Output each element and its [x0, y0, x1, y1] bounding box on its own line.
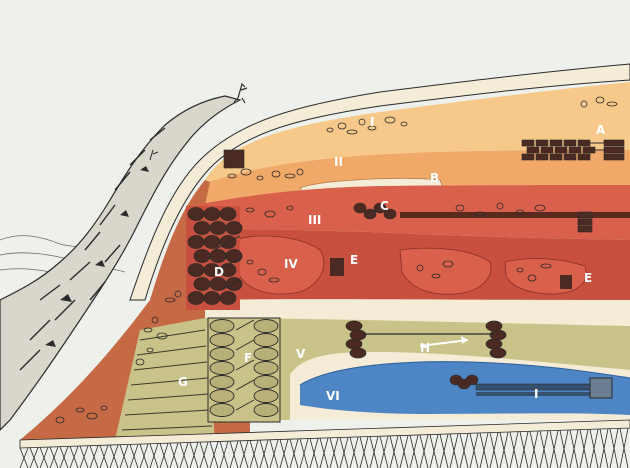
wall-stone — [550, 140, 562, 146]
wall-stone — [210, 250, 226, 263]
wall-beam — [400, 212, 630, 218]
wall-stone — [350, 348, 366, 358]
label-f: F — [244, 351, 252, 365]
wall-stone — [204, 236, 220, 249]
wall-stone — [194, 278, 210, 291]
label-h: H — [420, 341, 430, 355]
wall-stone — [210, 334, 234, 347]
wall-stone — [210, 348, 234, 361]
wall-stone — [194, 250, 210, 263]
wall-stone — [210, 390, 234, 403]
wall-stone — [364, 209, 376, 219]
block-e — [330, 258, 344, 276]
wall-stone — [569, 147, 581, 153]
wall-stone — [220, 292, 236, 305]
wall-stone — [224, 150, 244, 168]
wall-stone — [536, 154, 548, 160]
wall-stone — [226, 278, 242, 291]
wall-stone — [204, 208, 220, 221]
label-roman-iv: IV — [284, 257, 298, 271]
wall-stone — [564, 154, 576, 160]
wall-stone — [204, 292, 220, 305]
label-roman-iii: III — [308, 213, 321, 227]
wall-stone — [490, 330, 506, 340]
wall-stone — [226, 222, 242, 235]
label-roman-v: V — [296, 347, 306, 361]
wall-stone — [522, 140, 534, 146]
wall-stone — [254, 334, 278, 347]
wall-stone — [541, 147, 553, 153]
wall-stone — [578, 154, 590, 160]
wall-stone — [210, 320, 234, 333]
wall-stone — [220, 208, 236, 221]
wall-stone — [254, 348, 278, 361]
label-roman-ii: II — [334, 155, 343, 169]
label-d: D — [214, 265, 224, 279]
wall-stone — [254, 390, 278, 403]
structure-a-wall — [522, 140, 624, 160]
wall-stone — [578, 226, 592, 232]
wall-stone — [604, 154, 624, 160]
wall-stone — [210, 404, 234, 417]
wall-stone — [550, 154, 562, 160]
wall-stone — [490, 348, 506, 358]
wall-stone — [188, 208, 204, 221]
label-roman-i: I — [370, 115, 374, 129]
label-i: I — [534, 387, 538, 401]
wall-stone — [188, 236, 204, 249]
wall-stone — [604, 140, 624, 146]
wall-stone — [604, 147, 624, 153]
wall-stone — [210, 222, 226, 235]
wall-stone — [210, 376, 234, 389]
wall-stone — [578, 140, 590, 146]
label-e2: E — [584, 271, 592, 285]
wall-stone — [226, 250, 242, 263]
label-c: C — [380, 199, 389, 213]
wall-stone — [536, 140, 548, 146]
wall-d — [186, 206, 242, 310]
wall-stone — [486, 321, 502, 331]
wall-f — [208, 318, 280, 422]
wall-stone — [350, 330, 366, 340]
wall-stone — [578, 219, 592, 225]
wall-stone — [346, 321, 362, 331]
wall-stone — [188, 292, 204, 305]
wall-stone — [346, 339, 362, 349]
wall-stone — [210, 362, 234, 375]
wall-stone — [194, 222, 210, 235]
block-i — [590, 378, 612, 398]
pit-iv — [235, 236, 324, 294]
label-b: B — [430, 171, 439, 185]
wall-stone — [522, 154, 534, 160]
wall-stone — [486, 339, 502, 349]
wall-stone — [354, 203, 366, 213]
wall-stone — [254, 320, 278, 333]
wall-stone — [527, 147, 539, 153]
block-e-right — [560, 275, 572, 289]
wall-stone — [466, 375, 478, 385]
wall-stone — [188, 264, 204, 277]
label-g: G — [178, 375, 188, 389]
wall-stone — [564, 140, 576, 146]
wall-stone — [254, 362, 278, 375]
wall-stone — [555, 147, 567, 153]
wall-stone — [578, 212, 592, 218]
wall-stone — [254, 376, 278, 389]
label-roman-vi: VI — [326, 389, 340, 403]
label-e1: E — [350, 253, 358, 267]
label-a: A — [596, 123, 606, 137]
wall-stone — [254, 404, 278, 417]
